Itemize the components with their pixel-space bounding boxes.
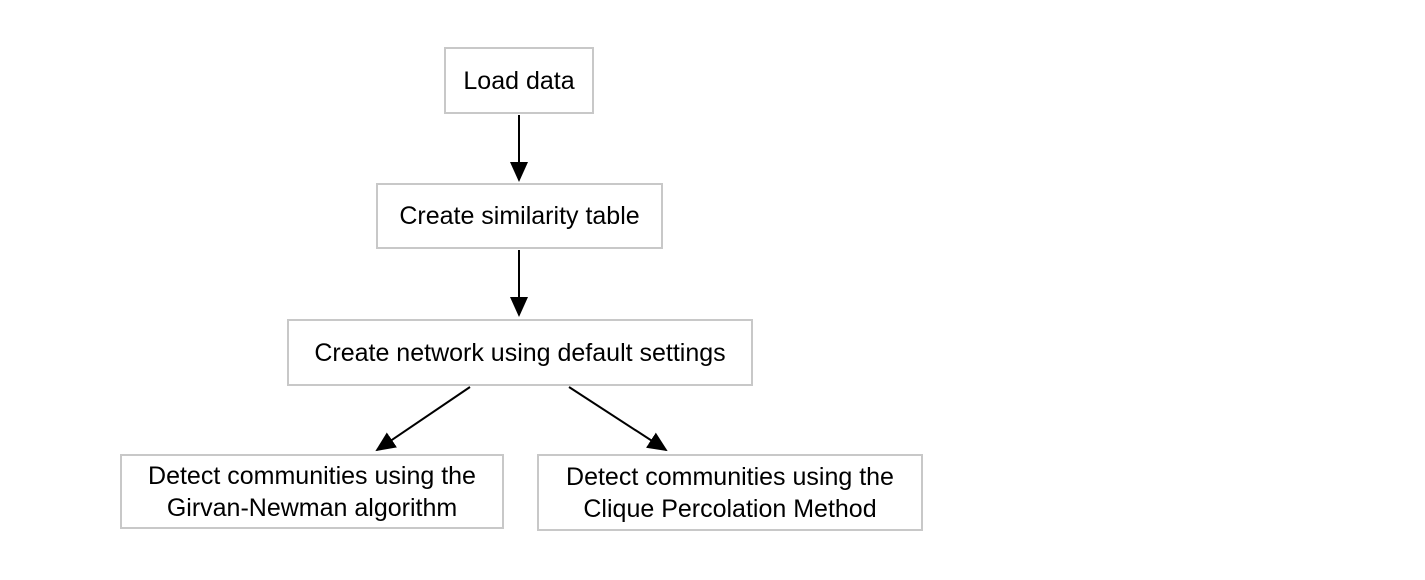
flowchart-node-girvan-newman: Detect communities using the Girvan-Newm… <box>120 454 504 529</box>
flowchart-node-clique-percolation-label: Detect communities using the Clique Perc… <box>566 462 894 523</box>
flowchart-node-create-similarity-table: Create similarity table <box>376 183 663 249</box>
flowchart-node-create-similarity-table-label: Create similarity table <box>399 202 640 230</box>
flowchart-node-load-data-label: Load data <box>463 66 575 95</box>
flowchart-node-create-network-label: Create network using default settings <box>314 338 726 367</box>
edge-network-to-girvan <box>375 386 471 452</box>
flowchart-node-create-network: Create network using default settings <box>287 319 753 386</box>
edge-network-to-clique <box>568 386 668 452</box>
flowchart-node-girvan-newman-label: Detect communities using the Girvan-Newm… <box>148 461 476 522</box>
flowchart-node-load-data: Load data <box>444 47 594 114</box>
flowchart-node-clique-percolation: Detect communities using the Clique Perc… <box>537 454 923 531</box>
